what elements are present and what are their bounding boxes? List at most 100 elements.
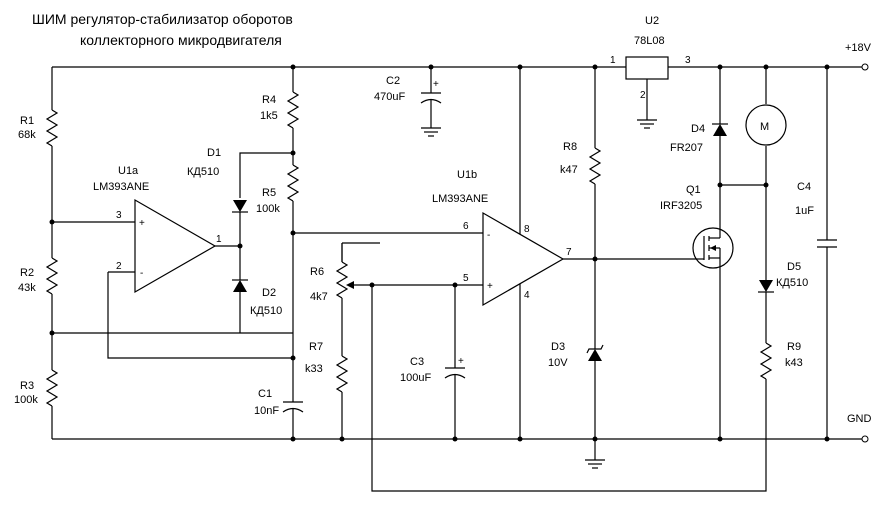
junction-c3-gnd <box>452 436 458 442</box>
d3-value: 10V <box>548 357 568 369</box>
r8-ref: R8 <box>563 141 577 153</box>
c4-value: 1uF <box>795 205 814 217</box>
d5-ref: D5 <box>787 261 801 273</box>
junction-c1-gnd <box>290 436 296 442</box>
r4-value: 1k5 <box>260 110 278 122</box>
capacitor-c4 <box>817 67 837 439</box>
u2-pin-1: 1 <box>610 55 616 66</box>
motor-m <box>720 67 787 186</box>
u1a-pin-1: 1 <box>216 234 222 245</box>
supply-rail <box>52 63 869 71</box>
u1a-value: LM393ANE <box>93 181 149 193</box>
comparator-u1b <box>482 67 697 439</box>
c3-ref: C3 <box>410 356 424 368</box>
q1-ref: Q1 <box>686 184 701 196</box>
u1a-pin-2: 2 <box>116 261 122 272</box>
junction-c4-gnd <box>824 436 830 442</box>
c2-value: 470uF <box>374 91 405 103</box>
potentiometer-r6 <box>335 242 380 439</box>
r2-ref: R2 <box>20 267 34 279</box>
regulator-u2 <box>625 56 669 129</box>
diode-d4 <box>712 67 728 185</box>
r3-ref: R3 <box>20 380 34 392</box>
r9-value: k43 <box>785 357 803 369</box>
d1-ref: D1 <box>207 147 221 159</box>
resistor-r3 <box>45 333 59 439</box>
u1b-pin-6: 6 <box>463 221 469 232</box>
c3-value: 100uF <box>400 372 431 384</box>
capacitor-c3 <box>444 285 466 439</box>
r1-value: 68k <box>18 129 36 141</box>
mosfet-q1 <box>692 185 734 439</box>
resistor-r8 <box>588 67 602 259</box>
u1a-plus-sign: + <box>139 218 145 229</box>
u1b-minus-sign: - <box>487 230 490 241</box>
junction-r4-r5 <box>290 150 296 156</box>
resistor-r4 <box>286 67 300 165</box>
capacitor-c1 <box>282 376 304 439</box>
u1b-pin-7: 7 <box>566 247 572 258</box>
u1b-ref: U1b <box>457 169 477 181</box>
u2-pin-3: 3 <box>685 55 691 66</box>
r7-ref: R7 <box>309 341 323 353</box>
c3-plus-sign: + <box>458 356 464 367</box>
r7-value: k33 <box>305 363 323 375</box>
junction-u1b-vcc <box>517 64 523 70</box>
ground-rail-label: GND <box>847 413 872 425</box>
r4-ref: R4 <box>262 94 276 106</box>
d3-ref: D3 <box>551 341 565 353</box>
c2-plus-sign: + <box>433 79 439 90</box>
r8-value: k47 <box>560 164 578 176</box>
c2-ref: C2 <box>386 75 400 87</box>
junction-q1-source-gnd <box>717 436 723 442</box>
junction-r1r2 <box>49 219 55 225</box>
junction-r2r3 <box>49 330 55 336</box>
comparator-u1a <box>107 198 293 359</box>
u1b-plus-sign: + <box>487 281 493 292</box>
r6-ref: R6 <box>310 266 324 278</box>
junction-r6-gnd <box>339 436 345 442</box>
d2-value: КД510 <box>250 305 282 317</box>
c4-ref: C4 <box>797 181 811 193</box>
supply-rail-label: +18V <box>845 42 872 54</box>
motor-label: M <box>760 121 769 133</box>
r1-ref: R1 <box>20 115 34 127</box>
ground-rail <box>52 435 869 443</box>
r2-value: 43k <box>18 282 36 294</box>
diode-d1 <box>232 152 293 246</box>
u1b-pin-4: 4 <box>524 290 530 301</box>
junction-u1b-gnd <box>517 436 523 442</box>
title-line-2: коллекторного микродвигателя <box>80 32 282 48</box>
d4-ref: D4 <box>691 123 705 135</box>
u2-value: 78L08 <box>634 35 665 47</box>
resistor-r9 <box>759 342 773 439</box>
diode-d5 <box>758 185 774 343</box>
resistor-r5 <box>286 164 300 350</box>
resistor-r2 <box>45 222 59 333</box>
u1b-pin-8: 8 <box>524 224 530 235</box>
r6-value: 4k7 <box>310 291 328 303</box>
junction-d3-gnd <box>592 436 598 442</box>
d5-value: КД510 <box>776 277 808 289</box>
capacitor-c2 <box>420 67 442 137</box>
zener-d3 <box>585 259 605 469</box>
r3-value: 100k <box>14 394 38 406</box>
r5-ref: R5 <box>262 187 276 199</box>
c1-value: 10nF <box>254 405 279 417</box>
c1-ref: C1 <box>258 388 272 400</box>
d1-value: КД510 <box>187 166 219 178</box>
u1a-pin-3: 3 <box>116 210 122 221</box>
u1a-ref: U1a <box>118 165 139 177</box>
title-line-1: ШИМ регулятор-стабилизатор оборотов <box>32 11 293 27</box>
diode-d2 <box>232 246 248 333</box>
u1b-pin-5: 5 <box>463 273 469 284</box>
d2-ref: D2 <box>262 287 276 299</box>
u2-ref: U2 <box>645 15 659 27</box>
resistor-r1 <box>45 67 59 222</box>
q1-value: IRF3205 <box>660 200 702 212</box>
r9-ref: R9 <box>787 341 801 353</box>
wire-feedback-loop <box>371 285 767 492</box>
u1b-value: LM393ANE <box>432 193 488 205</box>
r5-value: 100k <box>256 203 280 215</box>
